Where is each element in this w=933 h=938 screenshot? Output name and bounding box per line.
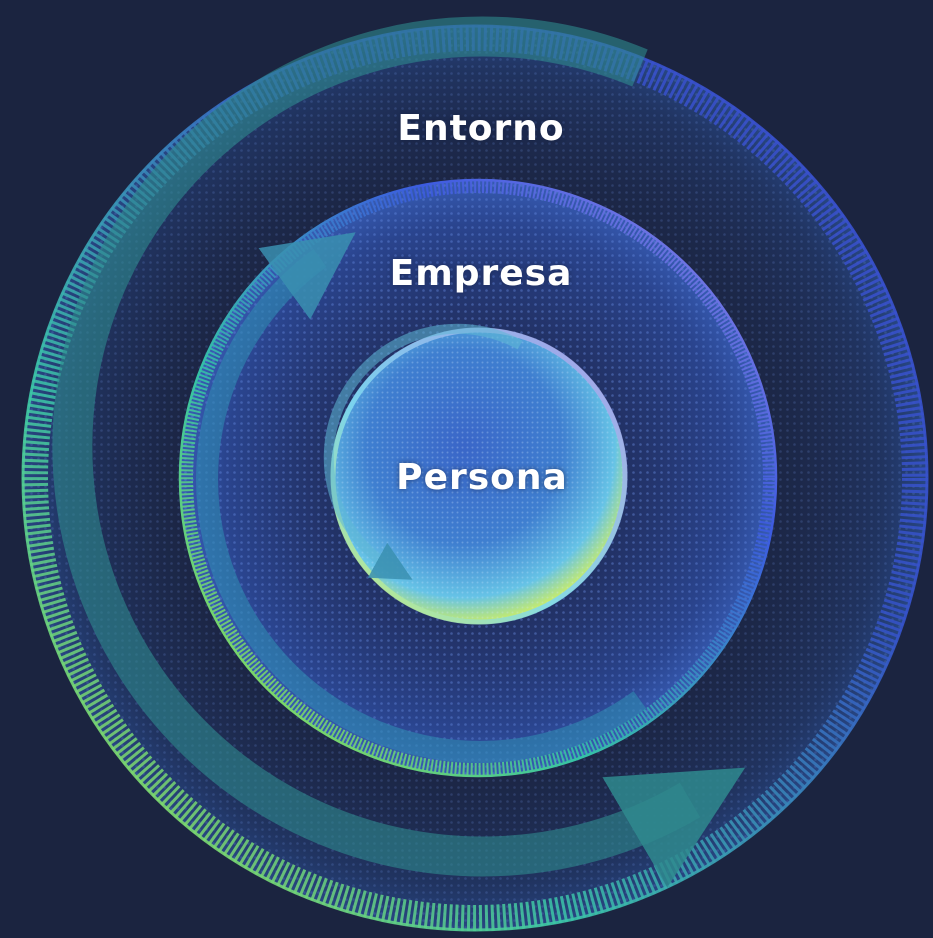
middle-cycle-arrow [196, 232, 647, 763]
outer-cycle-arrow [52, 16, 746, 888]
label-entorno: Entorno [397, 108, 565, 149]
label-persona: Persona [396, 457, 568, 498]
inner-cycle-arrow [323, 323, 523, 580]
label-empresa: Empresa [389, 253, 573, 294]
